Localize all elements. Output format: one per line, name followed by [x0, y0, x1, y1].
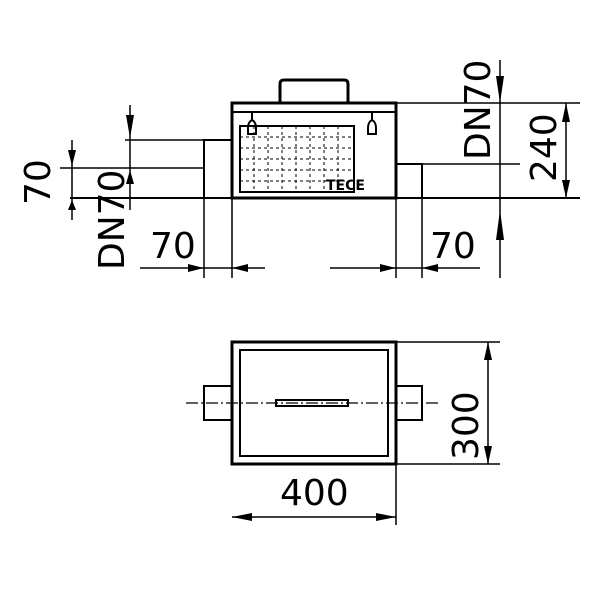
arrow-icon — [126, 170, 134, 184]
top-view: 300 400 — [186, 340, 500, 525]
dim-depth: 300 — [446, 391, 487, 460]
dim-left-pipe-length: 70 — [150, 226, 196, 267]
dim-height: 240 — [524, 113, 565, 182]
arrow-icon — [232, 513, 252, 521]
dim-width: 400 — [280, 473, 349, 514]
arrow-icon — [484, 446, 492, 464]
side-view: TECE 70 DN70 70 70 — [18, 60, 580, 278]
handle — [278, 78, 350, 103]
basket-grid — [240, 126, 354, 192]
dim-right-pipe-length: 70 — [430, 226, 476, 267]
outlet-pipe — [395, 163, 423, 199]
arrow-icon — [422, 264, 438, 272]
left-hook-icon — [247, 112, 257, 135]
arrow-icon — [188, 264, 204, 272]
dim-inlet-offset: 70 — [18, 159, 59, 205]
dim-inlet-diameter: DN70 — [92, 170, 133, 270]
inlet-pipe — [203, 139, 233, 199]
dim-outlet-diameter: DN70 — [458, 60, 499, 160]
arrow-icon — [376, 513, 396, 521]
arrow-icon — [68, 150, 76, 166]
arrow-icon — [496, 210, 504, 240]
arrow-icon — [562, 180, 570, 198]
arrow-icon — [380, 264, 396, 272]
arrow-icon — [126, 115, 134, 138]
arrow-icon — [562, 103, 570, 122]
arrow-icon — [484, 342, 492, 360]
right-hook-icon — [367, 112, 377, 135]
brand-logo: TECE — [326, 178, 365, 194]
arrow-icon — [68, 200, 76, 210]
center-slot — [275, 399, 349, 407]
arrow-icon — [232, 264, 248, 272]
arrow-icon — [496, 76, 504, 103]
